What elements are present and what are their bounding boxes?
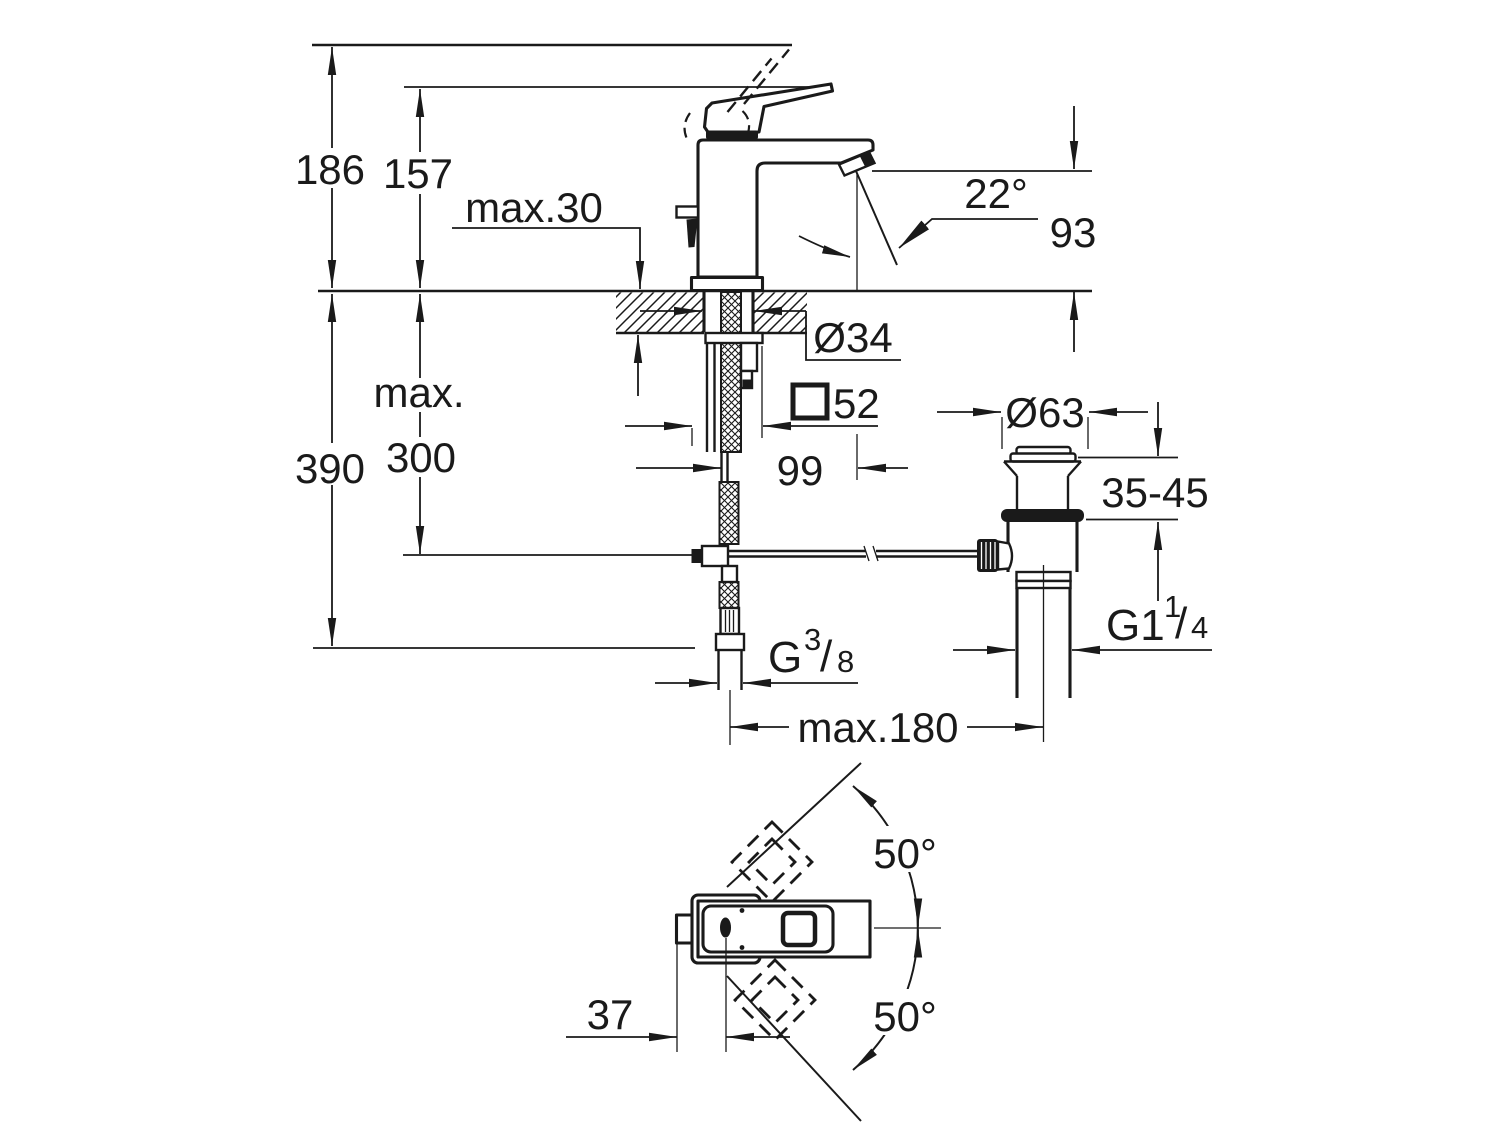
label-total-height: 186 (295, 146, 365, 193)
lever-raised-dashed-arc-right (741, 110, 751, 132)
bg-max (368, 378, 470, 412)
mounting-nut (742, 379, 751, 388)
rod-break-tick-2 (872, 545, 879, 562)
flex-hose-lower (718, 581, 740, 609)
lever-raised-dashed-2 (726, 57, 773, 113)
hose-joint (720, 564, 739, 584)
handle-swing-phantom-upper-outer (730, 820, 814, 904)
side-outlet-wedge (686, 218, 698, 248)
valve-taper-right (1067, 460, 1082, 477)
swing-boundary-lower (726, 975, 862, 1122)
spray-angle-arc-arrow (798, 235, 851, 258)
bg-50-lower (862, 989, 948, 1035)
label-max-waste-offset: max.180 (797, 704, 958, 751)
label-spout-tip-height: 157 (383, 150, 453, 197)
lever-base-strip (706, 130, 758, 139)
lever-raised-dashed-arc-left (683, 112, 691, 141)
side-outlet-tab (675, 205, 700, 219)
bg-max180 (789, 709, 967, 746)
lever-raised-dashed-1 (743, 48, 790, 105)
actuator-cone (996, 540, 1014, 571)
supply-thread-base: G (768, 633, 802, 682)
label-max-rod-depth: 300 (386, 434, 456, 481)
popup-waste-valve (977, 417, 1089, 742)
spray-angle-line (855, 170, 898, 266)
plan-dot-lower (739, 945, 745, 950)
label-spout-projection: 99 (777, 447, 824, 494)
bg-157 (382, 152, 456, 194)
label-install-depth: 390 (295, 445, 365, 492)
side-view (312, 43, 1212, 745)
aerator-outlet-face (860, 152, 875, 168)
counter-section-hatch-left (616, 292, 703, 332)
label-tap-hole-diameter: Ø34 (813, 314, 892, 361)
label-waste-thread: G1 1 / 4 (1106, 589, 1208, 650)
label-body-square-size: 52 (833, 380, 880, 427)
label-backgrounds (293, 148, 967, 1035)
plan-handle-top-face (701, 904, 835, 954)
flex-hose-upper (718, 481, 740, 545)
label-handle-swing-upper: 50° (873, 830, 937, 877)
waste-thread-base: G1 (1106, 601, 1165, 650)
actuator-knob (977, 539, 998, 572)
plan-pull-rod-pin (720, 917, 731, 938)
faucet-base-plate (689, 275, 765, 293)
label-spout-outlet-height: 93 (1050, 209, 1097, 256)
label-max-prefix: max. (373, 369, 464, 416)
label-handle-pin-offset: 37 (587, 991, 634, 1038)
square-section-icon (790, 382, 830, 421)
handle-swing-phantom-lower-inner (750, 975, 800, 1025)
dim-max30-upper (452, 227, 645, 289)
bg-390 (293, 443, 369, 485)
valve-taper-left (1003, 460, 1018, 477)
swing-boundary-upper (726, 762, 862, 888)
bg-186 (294, 148, 368, 188)
supply-thread-sub: 8 (837, 644, 854, 679)
label-spray-angle: 22° (964, 170, 1028, 217)
label-waste-flange-diameter: Ø63 (1005, 389, 1084, 436)
rod-clamp (700, 544, 730, 568)
faucet-body (696, 138, 875, 279)
plan-dot-upper (739, 908, 745, 913)
supply-thread-sup: 3 (804, 622, 821, 657)
mounting-washer (704, 331, 764, 345)
waste-thread-sup: 1 (1164, 589, 1181, 624)
handle-swing-phantom-upper-inner (747, 837, 797, 887)
rod-clamp-end (691, 549, 703, 563)
handle-swing-phantom-lower-outer (733, 958, 817, 1042)
plan-handle-square-recess (780, 910, 818, 948)
dimension-labels: 186 157 max.30 22° 93 Ø34 52 max. 300 39… (295, 146, 1209, 1040)
counter-section-hatch-right (754, 292, 807, 332)
rod-break-tick-1 (863, 545, 870, 562)
supply-thread-slash: / (820, 632, 833, 681)
waste-thread-sub: 4 (1191, 610, 1208, 645)
threaded-shank (720, 291, 742, 453)
waste-thread-slash: / (1175, 599, 1188, 648)
lever-handle (702, 82, 835, 139)
label-max-deck-thickness: max.30 (465, 184, 603, 231)
plan-view (566, 762, 941, 1122)
label-basin-thickness-range: 35-45 (1101, 469, 1208, 516)
dim-22deg-leader (898, 218, 1038, 249)
mounting-bracket-upper (739, 341, 759, 373)
dim-o34-leader (805, 311, 901, 361)
supply-nut (714, 632, 746, 652)
bg-300 (381, 437, 459, 477)
bg-99 (762, 447, 838, 489)
label-supply-thread: G 3 / 8 (768, 622, 854, 682)
label-handle-swing-lower: 50° (873, 993, 937, 1040)
bg-50-upper (862, 826, 948, 872)
valve-flange (1001, 509, 1084, 522)
